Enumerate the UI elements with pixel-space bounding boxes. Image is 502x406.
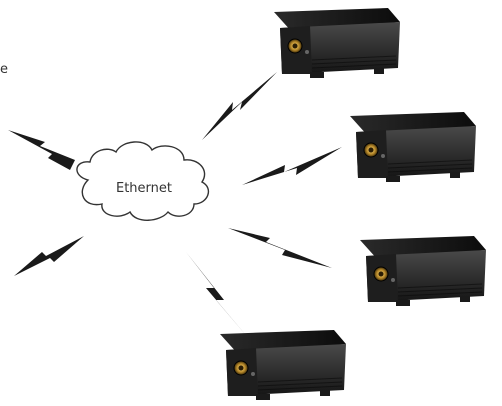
bolt-lower-left: [14, 236, 84, 276]
bolt-lower-right: [228, 228, 332, 268]
bolt-mid-right: [242, 147, 342, 185]
camera-2-icon: [349, 111, 477, 183]
edge-text-fragment: e: [0, 62, 8, 77]
camera-4-icon: [219, 329, 347, 401]
camera-3-icon: [359, 235, 487, 307]
bolt-upper-left: [8, 130, 75, 170]
ethernet-cloud: Ethernet: [76, 141, 210, 221]
bolt-bottom: [186, 252, 250, 340]
bolt-top-right: [202, 72, 277, 140]
camera-1-icon: [273, 7, 401, 79]
ethernet-label: Ethernet: [116, 181, 172, 196]
